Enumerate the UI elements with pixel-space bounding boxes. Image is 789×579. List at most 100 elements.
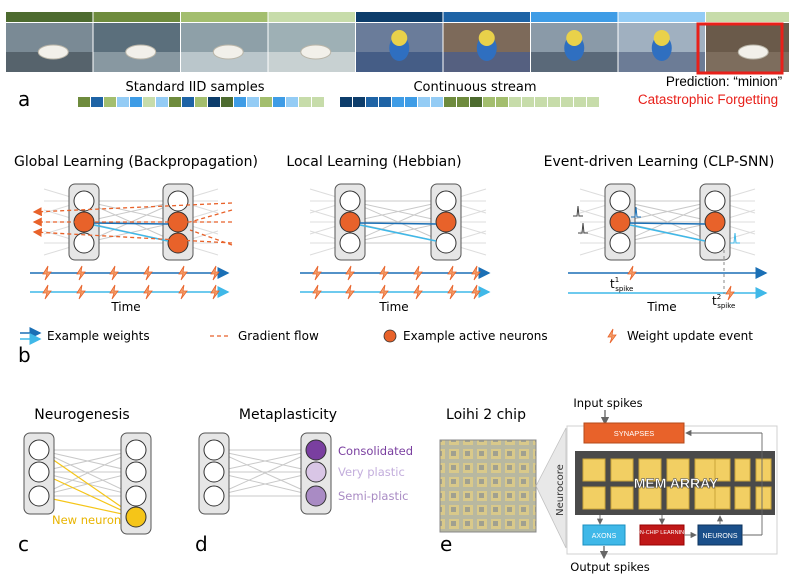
sample-block bbox=[234, 97, 246, 107]
sample-block bbox=[208, 97, 220, 107]
synapse-line bbox=[38, 449, 137, 497]
sample-block bbox=[444, 97, 456, 107]
sample-block bbox=[130, 97, 142, 107]
weight-update-bolt bbox=[345, 284, 355, 300]
weight-update-bolt bbox=[42, 284, 52, 300]
mem-cell bbox=[755, 486, 772, 510]
neuron bbox=[435, 232, 457, 254]
legend-active-neuron-swatch bbox=[383, 329, 397, 343]
photo-strip bbox=[6, 12, 789, 72]
spike-time-1-t: t bbox=[610, 277, 615, 291]
output-spikes-label: Output spikes bbox=[570, 560, 649, 574]
minion-toy-head bbox=[566, 30, 583, 46]
neuron bbox=[125, 485, 147, 507]
sample-photo-floor bbox=[356, 52, 443, 72]
zoom-cone bbox=[535, 427, 567, 549]
state-semi-plastic: Semi-plastic bbox=[338, 489, 408, 503]
sample-photo-floor bbox=[618, 52, 705, 72]
catastrophic-forgetting-text: Catastrophic Forgetting bbox=[638, 92, 778, 107]
sample-block bbox=[247, 97, 259, 107]
weight-update-bolt bbox=[178, 284, 188, 300]
spike-glyph bbox=[730, 232, 740, 244]
spike-time-2-t: t bbox=[712, 294, 717, 308]
weight-update-bolt bbox=[413, 284, 423, 300]
panel-e: Loihi 2 chip Neurocore Input spikes SYNA… bbox=[439, 396, 778, 574]
sample-photo-floor bbox=[93, 52, 180, 72]
sample-block bbox=[418, 97, 430, 107]
title-global-learning: Global Learning (Backpropagation) bbox=[14, 154, 258, 170]
neuron bbox=[203, 439, 225, 461]
sample-block bbox=[104, 97, 116, 107]
synapses-label: SYNAPSES bbox=[614, 429, 654, 438]
axons-block bbox=[582, 524, 626, 546]
onchip-learning-label: ON-CHIP LEARNING bbox=[636, 530, 689, 536]
metaplastic-neuron bbox=[305, 461, 327, 483]
neuron bbox=[167, 232, 189, 254]
gradient-flow-arrows bbox=[32, 202, 233, 246]
neuron bbox=[435, 190, 457, 212]
weight-update-bolt bbox=[471, 284, 481, 300]
time-label-event: Time bbox=[646, 300, 676, 314]
sample-photo-floor bbox=[268, 52, 355, 72]
title-event-driven-learning: Event-driven Learning (CLP-SNN) bbox=[544, 154, 775, 170]
task-color-tab bbox=[268, 12, 355, 22]
neuron bbox=[203, 485, 225, 507]
sample-block bbox=[366, 97, 378, 107]
sample-block bbox=[353, 97, 365, 107]
sample-block bbox=[312, 97, 324, 107]
neuron bbox=[339, 190, 361, 212]
spike-glyph bbox=[578, 222, 588, 234]
forgetting-frame bbox=[696, 22, 784, 75]
neuron bbox=[435, 211, 457, 233]
legend-panel-b: Example weights Gradient flow Example ac… bbox=[20, 327, 753, 345]
panel-b-letter: b bbox=[18, 343, 31, 367]
weight-update-bolt bbox=[143, 265, 153, 281]
sample-block bbox=[221, 97, 233, 107]
neurogenesis-title: Neurogenesis bbox=[34, 407, 129, 423]
legend-active: Example active neurons bbox=[403, 329, 548, 343]
synapse-line bbox=[349, 200, 447, 223]
weight-update-bolt bbox=[143, 284, 153, 300]
example-weight-dark bbox=[359, 222, 437, 225]
sample-block bbox=[299, 97, 311, 107]
neuron bbox=[28, 461, 50, 483]
bowl-object bbox=[300, 44, 332, 60]
synapse-line bbox=[38, 449, 137, 473]
network-neurogenesis bbox=[23, 432, 152, 535]
synapse-line bbox=[349, 200, 447, 244]
neuron bbox=[704, 232, 726, 254]
sample-photo-floor bbox=[181, 52, 268, 72]
weight-update-events bbox=[42, 265, 735, 301]
weight-update-bolt bbox=[109, 265, 119, 281]
network-event bbox=[573, 183, 756, 261]
stream-label: Continuous stream bbox=[413, 80, 536, 95]
sample-block bbox=[156, 97, 168, 107]
neuron bbox=[609, 232, 631, 254]
weight-update-bolt bbox=[312, 284, 322, 300]
legend-weights: Example weights bbox=[47, 329, 150, 343]
sample-block bbox=[548, 97, 560, 107]
weight-update-bolt bbox=[379, 284, 389, 300]
sample-block bbox=[117, 97, 129, 107]
sample-photo-floor bbox=[706, 52, 789, 72]
neuron bbox=[28, 439, 50, 461]
weight-update-bolt bbox=[178, 265, 188, 281]
neuron bbox=[125, 461, 147, 483]
panel-b: Global Learning (Backpropagation) Local … bbox=[14, 154, 774, 367]
sample-block bbox=[470, 97, 482, 107]
neuron bbox=[609, 190, 631, 212]
mem-array-cells bbox=[582, 458, 772, 510]
legend-gradient: Gradient flow bbox=[238, 329, 319, 343]
time-label-global: Time bbox=[110, 300, 140, 314]
weight-update-bolt bbox=[42, 265, 52, 281]
synapse-line bbox=[213, 449, 317, 497]
sample-block bbox=[522, 97, 534, 107]
state-consolidated: Consolidated bbox=[338, 444, 413, 458]
sample-block bbox=[483, 97, 495, 107]
neuron bbox=[167, 190, 189, 212]
weight-update-bolt bbox=[607, 328, 617, 344]
example-weight-light bbox=[359, 224, 437, 242]
loihi-title: Loihi 2 chip bbox=[446, 407, 526, 423]
sample-photo-floor bbox=[443, 52, 530, 72]
panel-d-letter: d bbox=[195, 532, 208, 556]
